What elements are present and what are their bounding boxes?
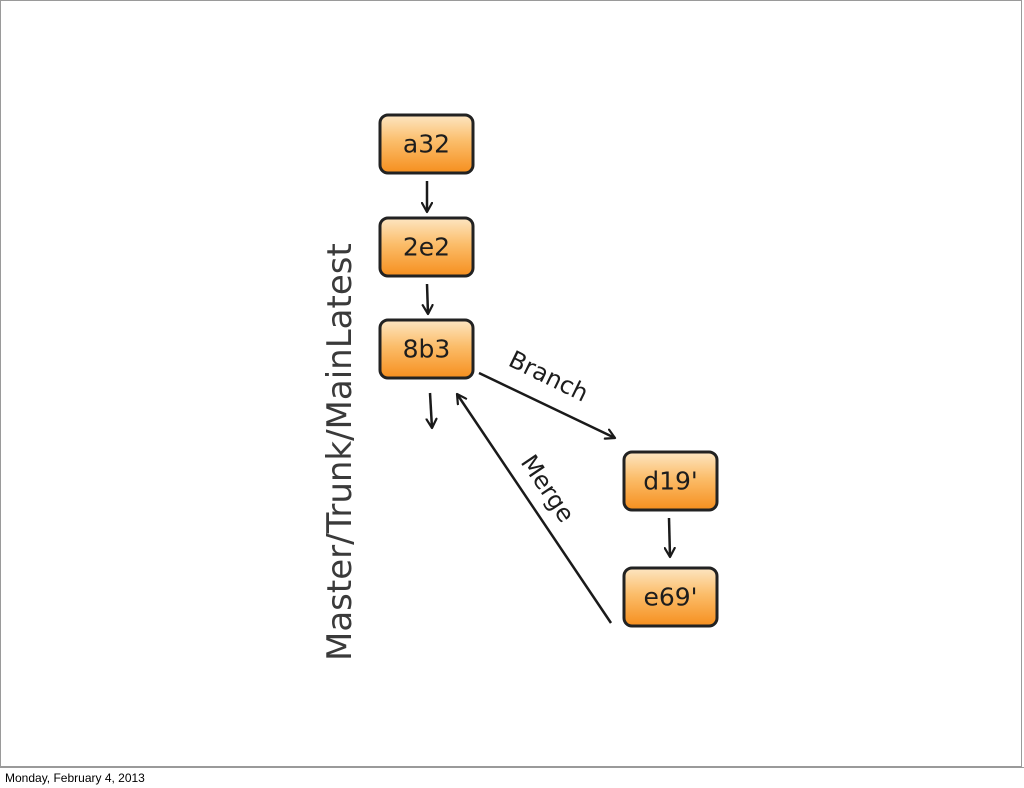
arrow-d19-to-e69: [669, 517, 670, 557]
slide-canvas: Master/Trunk/MainLatest a32 2e2 8b3 d19'…: [0, 0, 1022, 767]
commit-node-d19: d19': [622, 450, 719, 512]
commit-label-e69: e69': [643, 583, 697, 612]
commit-label-a32: a32: [403, 130, 450, 159]
merge-arrow: [457, 394, 613, 624]
lane-label: Master/Trunk/MainLatest: [320, 243, 360, 661]
footer-date: Monday, February 4, 2013: [5, 771, 145, 785]
git-branch-diagram: Master/Trunk/MainLatest a32 2e2 8b3 d19'…: [320, 113, 719, 661]
commit-label-8b3: 8b3: [403, 335, 451, 364]
branch-arrow: [478, 371, 615, 438]
commit-node-e69: e69': [622, 566, 719, 628]
commit-node-a32: a32: [378, 113, 475, 175]
commit-label-2e2: 2e2: [403, 233, 450, 262]
commit-label-d19: d19': [643, 467, 698, 496]
branch-label: Branch: [504, 345, 592, 407]
commit-node-8b3: 8b3: [378, 318, 475, 380]
merge-label: Merge: [515, 450, 580, 528]
arrow-8b3-down: [430, 392, 432, 428]
commit-node-2e2: 2e2: [378, 216, 475, 278]
arrow-2e2-to-8b3: [427, 283, 428, 314]
footer-bar: Monday, February 4, 2013: [0, 767, 1024, 788]
